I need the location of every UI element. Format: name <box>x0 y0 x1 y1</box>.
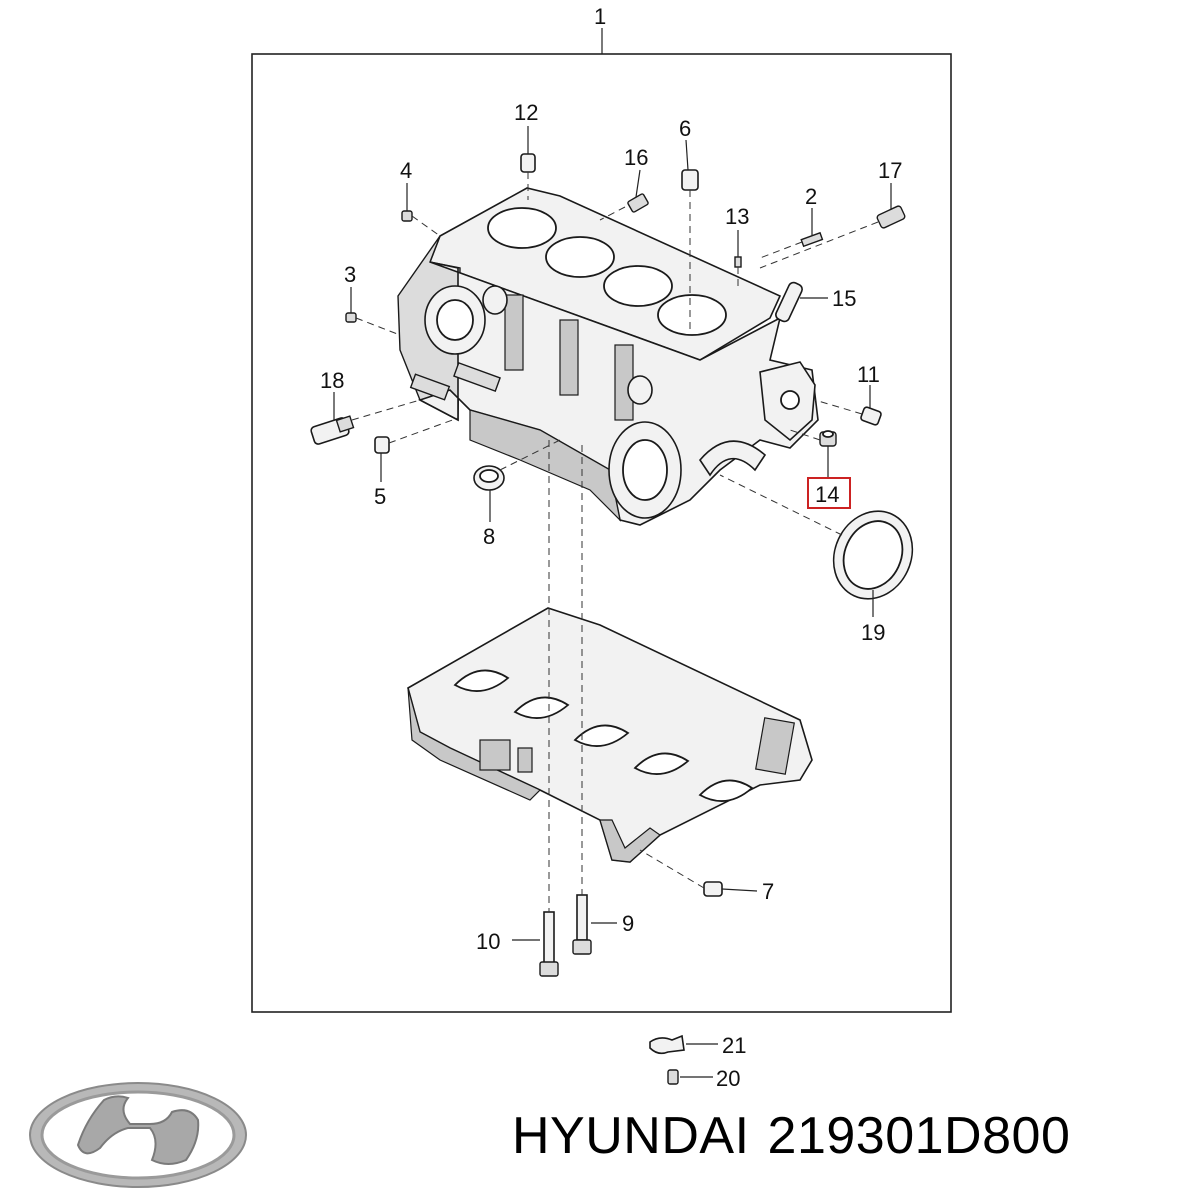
part-14-plug <box>819 430 837 447</box>
part-8-seal <box>473 465 505 491</box>
callout-13: 13 <box>725 204 749 229</box>
part-12-dowel <box>520 153 536 173</box>
part-7-dowel <box>703 881 723 897</box>
bedplate-ladder-frame <box>407 607 813 863</box>
part-15-tube <box>775 281 803 323</box>
leader-lines <box>333 126 892 1078</box>
callout-1: 1 <box>594 4 606 29</box>
part-4-plug <box>401 210 413 222</box>
callout-10: 10 <box>476 929 500 954</box>
callout-16: 16 <box>624 145 648 170</box>
callout-6: 6 <box>679 116 691 141</box>
callout-20: 20 <box>716 1066 740 1091</box>
callout-5: 5 <box>374 484 386 509</box>
part-17-fitting <box>876 205 906 229</box>
part-9-bolt <box>572 894 592 955</box>
part-3-plug <box>345 312 357 323</box>
highlight-box-14 <box>807 477 851 509</box>
hyundai-logo-icon <box>29 1082 247 1188</box>
callout-11: 11 <box>857 362 880 387</box>
callout-8: 8 <box>483 524 495 549</box>
cylinder-block <box>397 187 819 526</box>
part-16-plug <box>627 193 649 213</box>
callout-7: 7 <box>762 879 774 904</box>
brand-name: HYUNDAI <box>512 1107 750 1165</box>
callout-3: 3 <box>344 262 356 287</box>
callout-18: 18 <box>320 368 344 393</box>
part-11-dowel <box>860 406 882 426</box>
part-13-pin <box>734 256 742 268</box>
part-5-dowel <box>374 436 390 454</box>
callout-17: 17 <box>878 158 902 183</box>
part-20-bolt <box>667 1069 679 1085</box>
callout-9: 9 <box>622 911 634 936</box>
part-2-pin <box>800 231 824 248</box>
part-number: 219301D800 <box>767 1107 1071 1165</box>
part-21-bracket <box>649 1034 685 1055</box>
part-6-dowel <box>681 169 699 191</box>
callout-12: 12 <box>514 100 538 125</box>
callout-19: 19 <box>861 620 885 645</box>
part-18-sensor <box>310 415 355 445</box>
part-caption: HYUNDAI 219301D800 <box>512 1106 1192 1166</box>
callout-14: 14 <box>815 482 839 507</box>
part-10-bolt <box>539 911 559 977</box>
callout-15: 15 <box>832 286 856 311</box>
assembly-lines <box>351 172 879 912</box>
callout-2: 2 <box>805 184 817 209</box>
callout-21: 21 <box>722 1033 746 1058</box>
callout-4: 4 <box>400 158 412 183</box>
part-19-oil-seal <box>832 510 914 600</box>
